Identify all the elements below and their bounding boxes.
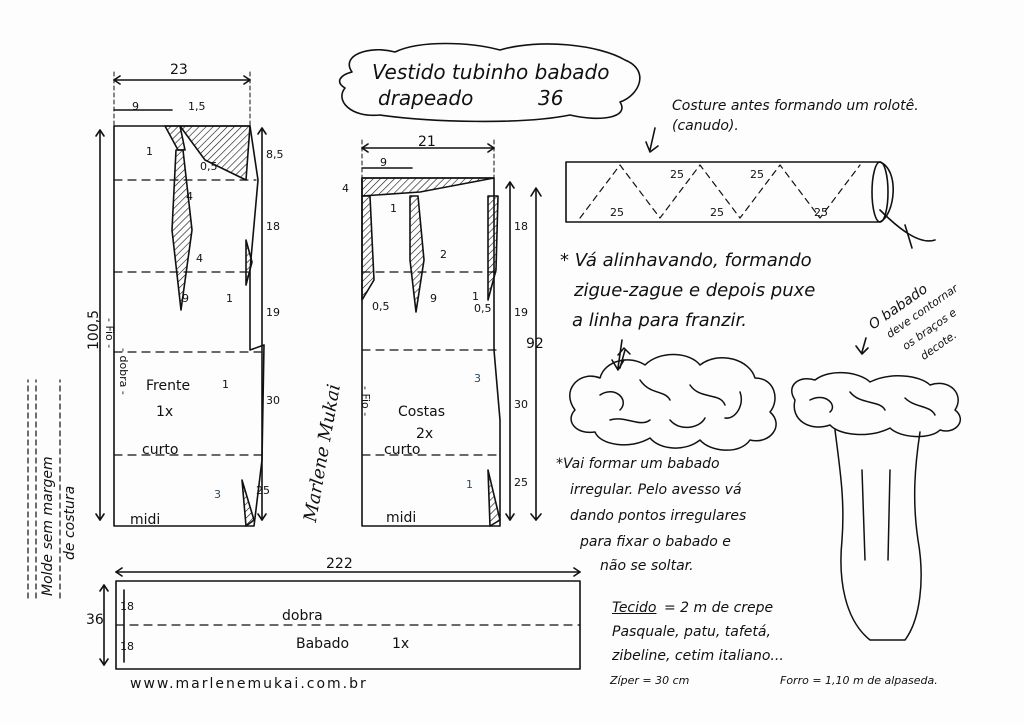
front-fold-line: - dobra - xyxy=(117,348,130,395)
back-pattern-piece xyxy=(361,139,542,527)
back-dim-1b: 1 xyxy=(472,290,479,303)
zipper-note: Zíper = 30 cm xyxy=(610,674,690,687)
back-dim-30: 30 xyxy=(514,398,528,411)
back-dim-1c: 1 xyxy=(466,478,473,491)
front-short-line: curto xyxy=(142,442,179,458)
front-pattern-piece xyxy=(95,71,267,527)
dress-drawing xyxy=(791,371,961,641)
front-dim-18: 18 xyxy=(266,220,280,233)
fabric-label: Tecido xyxy=(612,600,657,616)
back-dim-19: 19 xyxy=(514,306,528,319)
front-dim-1-5: 1,5 xyxy=(188,100,206,113)
front-width-label: 23 xyxy=(170,62,188,78)
title-size: 36 xyxy=(538,86,564,110)
title-line2: drapeado xyxy=(378,86,474,110)
back-dim-25: 25 xyxy=(514,476,528,489)
side-note-box xyxy=(27,379,61,599)
front-label: Frente xyxy=(146,378,191,394)
front-dim-0-5: 0,5 xyxy=(200,160,218,173)
fabric-line-3: zibeline, cetim italiano... xyxy=(612,648,784,664)
front-dim-9: 9 xyxy=(132,100,139,113)
irregular-note-3: dando pontos irregulares xyxy=(570,508,747,524)
front-dim-30: 30 xyxy=(266,394,280,407)
baste-note-2: zigue-zague e depois puxe xyxy=(574,280,816,301)
ruffle-label: Babado xyxy=(296,636,350,652)
back-dim-2: 2 xyxy=(440,248,447,261)
side-note-line2: de costura xyxy=(62,485,78,560)
roll-tube xyxy=(565,127,936,249)
back-dim-4: 4 xyxy=(342,182,349,195)
back-dim-0-5b: 0,5 xyxy=(474,302,492,315)
front-dim-8-5: 8,5 xyxy=(266,148,284,161)
baste-note-3: a linha para franzir. xyxy=(572,310,748,331)
roll-seg-bot-b: 25 xyxy=(710,206,724,219)
back-dim-18: 18 xyxy=(514,220,528,233)
roll-seg-top-b: 25 xyxy=(750,168,764,181)
title-line1: Vestido tubinho babado xyxy=(372,60,610,84)
irregular-note-4: para fixar o babado e xyxy=(580,534,731,550)
fabric-line-2: Pasquale, patu, tafetá, xyxy=(612,624,771,640)
front-midi-line: midi xyxy=(130,512,161,528)
roll-seg-top-a: 25 xyxy=(670,168,684,181)
ruffle-half-a: 18 xyxy=(120,600,134,613)
back-dim-3: 3 xyxy=(474,372,481,385)
title-cloud xyxy=(338,42,641,123)
ruffle-height: 36 xyxy=(86,612,104,628)
baste-note-1: * Vá alinhavando, formando xyxy=(560,250,812,271)
ruffle-count: 1x xyxy=(392,636,410,652)
front-dim-9b: 9 xyxy=(182,292,189,305)
front-total-length: 100,5 xyxy=(86,309,102,350)
roll-note: Costure antes formando um rolotê.(canudo… xyxy=(672,98,919,134)
ruffle-strip-piece xyxy=(99,567,581,670)
irregular-note-2: irregular. Pelo avesso vá xyxy=(570,482,742,498)
front-dim-25: 25 xyxy=(256,484,270,497)
gathered-ruffle-drawing xyxy=(569,347,777,451)
front-dim-4a: 4 xyxy=(186,190,193,203)
irregular-note-5: não se soltar. xyxy=(600,558,694,574)
ruffle-width: 222 xyxy=(326,556,353,572)
back-dim-1a: 1 xyxy=(390,202,397,215)
roll-seg-bot-a: 25 xyxy=(610,206,624,219)
side-note-line1: Molde sem margem xyxy=(40,456,56,596)
front-dim-1a: 1 xyxy=(146,145,153,158)
irregular-note-1: *Vai formar um babado xyxy=(556,456,720,472)
back-dim-9: 9 xyxy=(380,156,387,169)
back-dim-0-5: 0,5 xyxy=(372,300,390,313)
back-label: Costas xyxy=(398,404,445,420)
website-footer[interactable]: www.marlenemukai.com.br xyxy=(130,676,368,692)
front-dim-4b: 4 xyxy=(196,252,203,265)
lining-note: Forro = 1,10 m de alpaseda. xyxy=(780,674,938,687)
ruffle-half-b: 18 xyxy=(120,640,134,653)
back-grain-line: - Fio - xyxy=(359,386,372,417)
ruffle-fold-label: dobra xyxy=(282,608,323,624)
front-dim-1b: 1 xyxy=(226,292,233,305)
front-dim-3: 3 xyxy=(214,488,221,501)
back-dim-9b: 9 xyxy=(430,292,437,305)
front-count: 1x xyxy=(156,404,174,420)
roll-seg-bot-c: 25 xyxy=(814,206,828,219)
back-midi-line: midi xyxy=(386,510,417,526)
back-count: 2x xyxy=(416,426,434,442)
back-width-label: 21 xyxy=(418,134,436,150)
front-dim-1c: 1 xyxy=(222,378,229,391)
front-grain-line: - Fio - xyxy=(103,318,116,349)
back-short-line: curto xyxy=(384,442,421,458)
back-total-length: 92 xyxy=(526,336,544,352)
fabric-amount: = 2 m de crepe xyxy=(664,600,774,616)
front-dim-19: 19 xyxy=(266,306,280,319)
